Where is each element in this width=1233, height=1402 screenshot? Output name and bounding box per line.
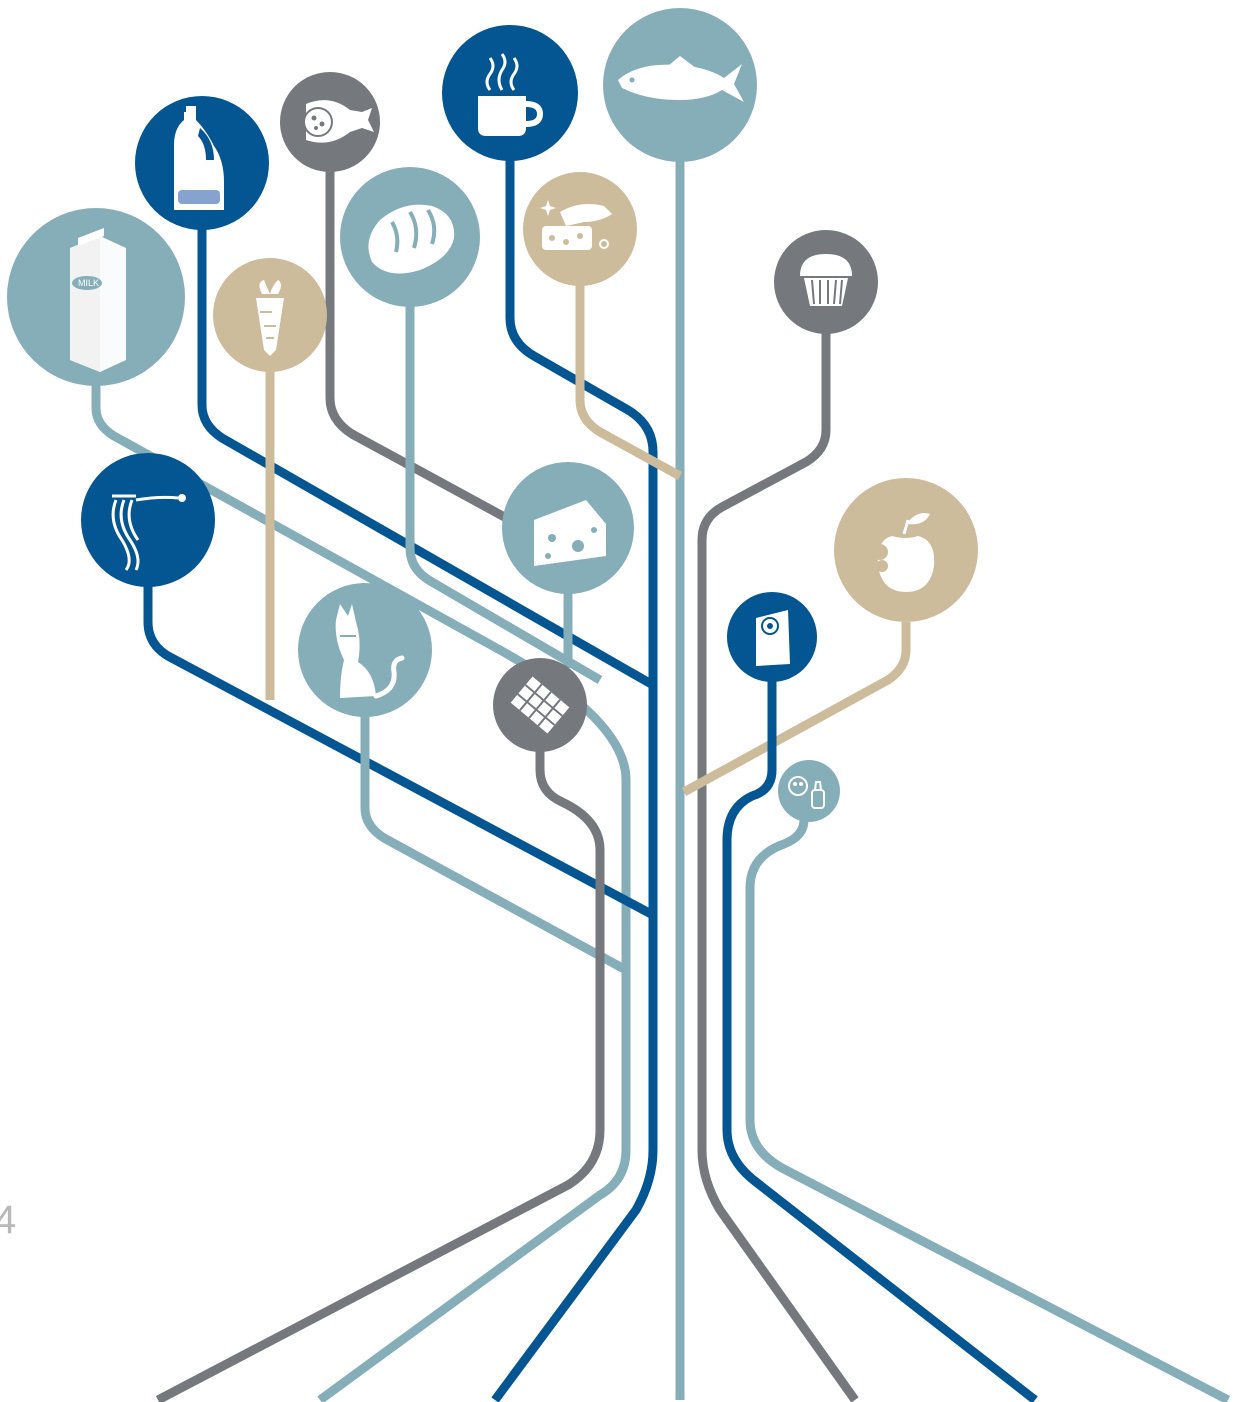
baby-bottle-icon <box>788 776 825 809</box>
apple-node[interactable] <box>834 478 978 622</box>
cat-icon <box>335 604 405 699</box>
branch-chocolate <box>155 750 605 1402</box>
paper-towel-icon <box>756 610 790 666</box>
cleaning-node[interactable] <box>523 172 637 286</box>
jug-node[interactable] <box>135 96 269 230</box>
fish-icon <box>618 56 744 102</box>
carrot-icon <box>256 280 284 356</box>
milk-label: MILK <box>78 278 99 288</box>
hand-sponge-icon <box>540 200 612 250</box>
chocolate-bar-icon <box>510 676 570 734</box>
branch-apple <box>681 622 911 796</box>
branches <box>91 155 1231 1402</box>
branch-cleaning <box>575 284 683 480</box>
cheese-icon <box>534 500 606 566</box>
branch-bread <box>405 306 603 684</box>
milk-carton-node[interactable]: MILK <box>7 208 185 386</box>
sausage-icon <box>303 100 374 143</box>
branch-milk <box>91 382 631 1402</box>
sausage-node[interactable] <box>280 72 380 172</box>
baby-node[interactable] <box>778 760 840 822</box>
branch-cat <box>360 716 629 974</box>
branch-paper-towel <box>722 677 1038 1402</box>
pasta-fork-icon <box>111 494 186 571</box>
bread-icon <box>368 204 455 274</box>
paper-towel-node[interactable] <box>727 592 817 682</box>
fish-node[interactable] <box>603 8 757 162</box>
pasta-node[interactable] <box>81 453 215 587</box>
bread-node[interactable] <box>340 167 480 307</box>
coffee-node[interactable] <box>442 25 578 161</box>
cat-node[interactable] <box>298 583 432 717</box>
page-number: 4 <box>0 1198 17 1242</box>
branch-coffee <box>491 155 658 1402</box>
apple-icon <box>872 513 935 592</box>
branch-muffin <box>697 330 859 1402</box>
carrot-node[interactable] <box>213 258 327 372</box>
branch-sausage <box>325 162 513 524</box>
branch-jug <box>197 225 656 689</box>
muffin-node[interactable] <box>774 230 878 334</box>
muffin-icon <box>800 254 852 306</box>
jug-icon <box>174 106 224 210</box>
chocolate-node[interactable] <box>493 658 587 752</box>
milk-carton-icon: MILK <box>70 228 126 372</box>
branch-baby <box>745 819 1231 1402</box>
hot-cup-icon <box>478 53 544 136</box>
branch-pasta <box>143 582 656 919</box>
cheese-node[interactable] <box>502 462 634 594</box>
